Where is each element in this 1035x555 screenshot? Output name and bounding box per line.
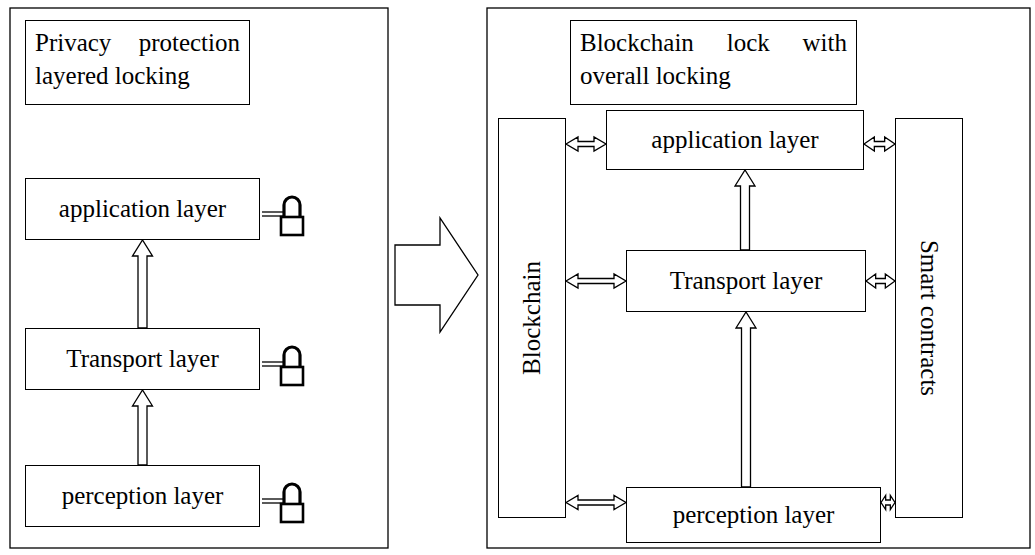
lock-icon [262, 347, 303, 385]
flow-arrow [736, 312, 756, 487]
node-label: Blockchain lock with overall locking [580, 27, 847, 92]
layer-box: Transport layer [25, 328, 260, 390]
layer-box: application layer [25, 178, 260, 240]
lock-icons [262, 197, 303, 522]
node-label: perception layer [673, 499, 835, 532]
double-arrow [566, 274, 626, 288]
flow-arrow [133, 390, 153, 465]
node-label: perception layer [62, 480, 224, 513]
node-label: application layer [651, 124, 818, 157]
node-label: Transport layer [66, 343, 219, 376]
side-bar-box: Smart contracts [895, 118, 963, 518]
lock-icon [262, 197, 303, 235]
node-label: application layer [59, 193, 226, 226]
transition-arrow [395, 218, 478, 332]
layer-box: perception layer [626, 487, 881, 543]
node-label: Smart contracts [913, 240, 946, 396]
lock-icon [262, 484, 303, 522]
double-arrow [866, 274, 895, 288]
double-arrow [566, 496, 626, 510]
node-label: Blockchain [516, 261, 549, 375]
double-arrow [566, 137, 606, 151]
title-box: Privacy protection layered locking [25, 20, 250, 105]
double-arrow [881, 496, 895, 510]
double-arrow [864, 137, 895, 151]
left-panel [10, 8, 388, 548]
flow-arrow [735, 170, 755, 250]
layer-box: application layer [606, 110, 864, 170]
layer-box: perception layer [25, 465, 260, 527]
layer-box: Transport layer [626, 250, 866, 312]
node-label: Transport layer [670, 265, 823, 298]
right-panel [487, 8, 1030, 548]
flow-arrow [133, 240, 153, 328]
side-bar-box: Blockchain [498, 118, 566, 518]
title-box: Blockchain lock with overall locking [570, 20, 857, 105]
node-label: Privacy protection layered locking [35, 27, 240, 92]
